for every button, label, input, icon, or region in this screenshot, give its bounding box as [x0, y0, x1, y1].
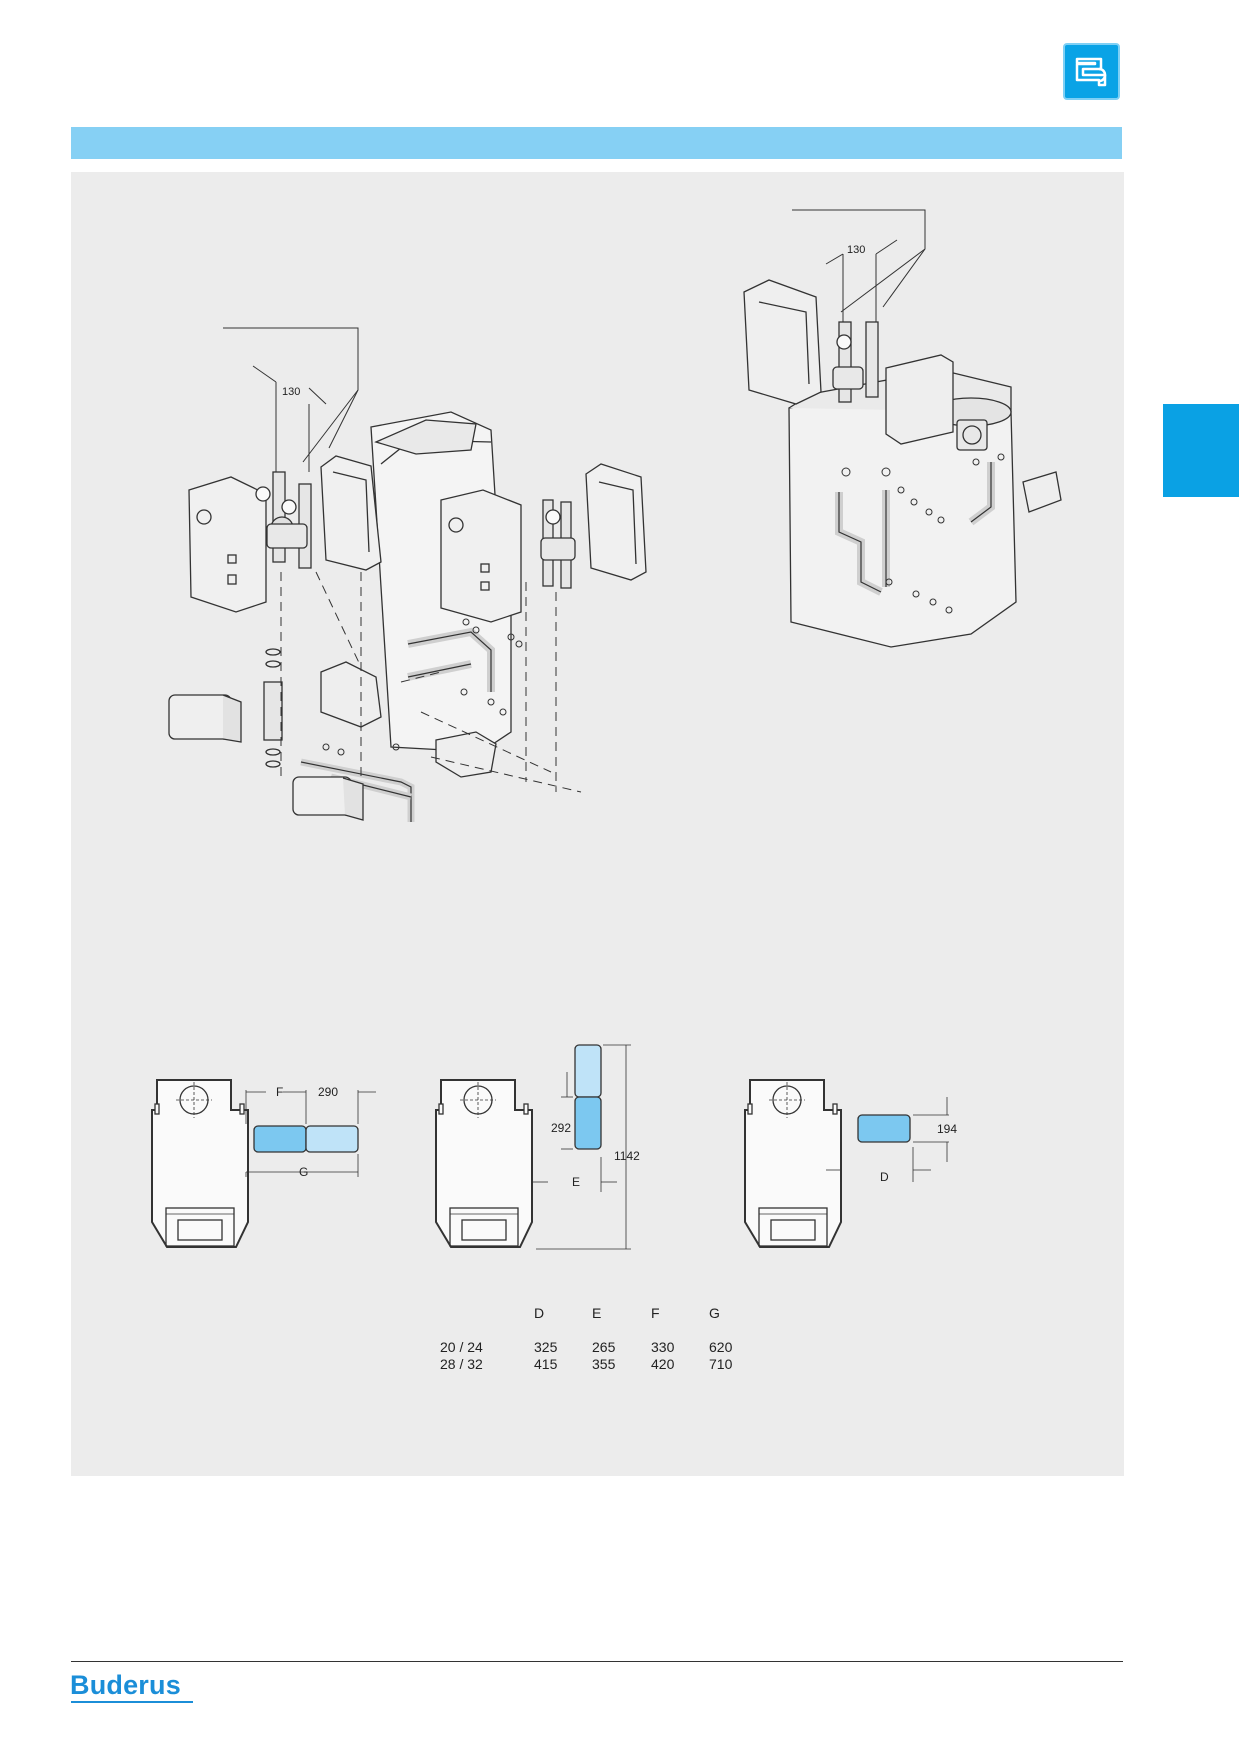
table-row: 20 / 24 325 265 330 620	[440, 1338, 759, 1355]
label-292: 292	[551, 1121, 571, 1135]
table-header: G	[709, 1304, 720, 1321]
table-cell: 28 / 32	[440, 1355, 483, 1372]
table-row: 28 / 32 415 355 420 710	[440, 1355, 759, 1372]
label-G: G	[299, 1165, 308, 1179]
label-1142: 1142	[614, 1149, 640, 1163]
table-cell: 355	[592, 1355, 616, 1372]
table-header-row: D E F G	[440, 1304, 759, 1321]
pipe-fitting-icon	[1063, 43, 1120, 100]
dimension-130-left: 130	[282, 386, 300, 398]
table-header: F	[651, 1304, 660, 1321]
title-bar	[71, 127, 1122, 159]
table-cell: 710	[709, 1355, 733, 1372]
plan-view-2	[435, 1044, 631, 1250]
label-D: D	[880, 1170, 889, 1184]
table-header: E	[592, 1304, 602, 1321]
table-header	[440, 1304, 534, 1321]
assembled-diagram-right: 130	[743, 209, 1062, 648]
table-cell: 420	[651, 1355, 675, 1372]
table-cell: 265	[592, 1338, 616, 1355]
plan-view-3	[744, 1079, 949, 1248]
table-cell: 620	[709, 1338, 733, 1355]
exploded-diagram-left: 130	[168, 327, 647, 822]
dimension-130-right: 130	[847, 244, 865, 256]
brand-underline	[71, 1701, 193, 1703]
table-header: D	[534, 1304, 545, 1321]
content-panel: 130	[71, 172, 1124, 1476]
label-F: F	[276, 1085, 283, 1099]
table-cell: 415	[534, 1355, 558, 1372]
label-290: 290	[318, 1085, 338, 1099]
brand-logo: Buderus	[70, 1670, 181, 1700]
section-tab[interactable]	[1163, 404, 1239, 497]
footer-divider	[71, 1661, 1123, 1662]
dimension-table: D E F G 20 / 24 325 265 330 620 28 / 32 …	[440, 1304, 759, 1372]
table-cell: 330	[651, 1338, 675, 1355]
table-cell: 325	[534, 1338, 558, 1355]
label-194: 194	[937, 1122, 957, 1136]
label-E: E	[572, 1175, 580, 1189]
table-cell: 20 / 24	[440, 1338, 483, 1355]
technical-drawings: 130	[151, 209, 1062, 1250]
plan-view-1	[151, 1079, 376, 1248]
